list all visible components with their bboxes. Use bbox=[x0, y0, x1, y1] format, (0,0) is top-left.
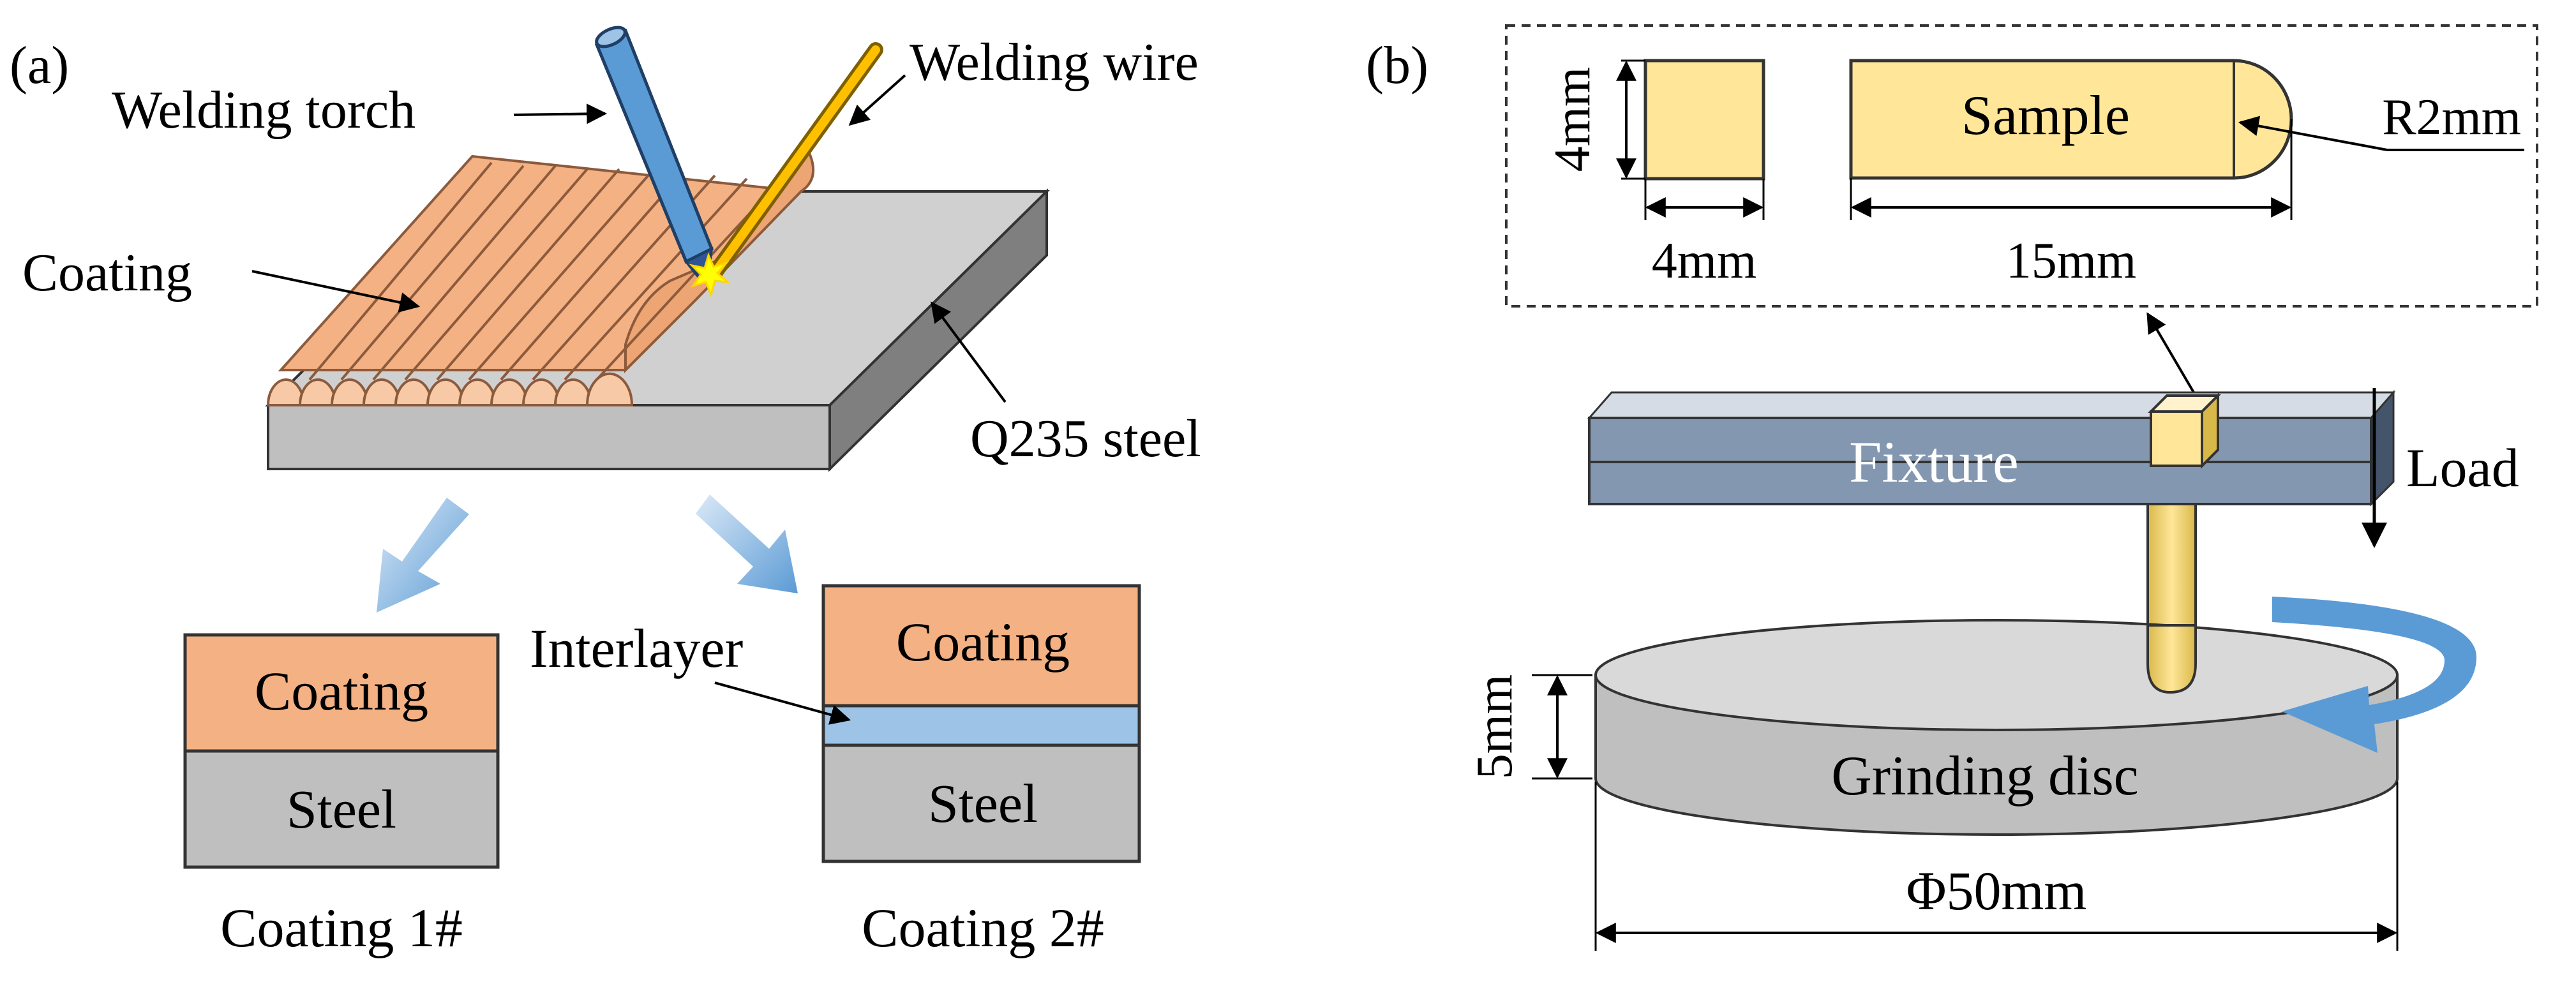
fixture: Fixture bbox=[1587, 390, 2396, 507]
coating-1-steel-text: Steel bbox=[287, 778, 396, 840]
load-label: Load bbox=[2406, 437, 2519, 498]
coating-2-coating-text: Coating bbox=[896, 611, 1070, 673]
coating-2-stack: Coating Steel Coating 2# Interlayer bbox=[530, 584, 1141, 958]
grinding-disc: Grinding disc bbox=[1594, 619, 2399, 836]
coating-1-stack: Coating Steel Coating 1# bbox=[183, 633, 500, 958]
coating-2-caption: Coating 2# bbox=[862, 897, 1104, 958]
welding-wire-label: Welding wire bbox=[910, 33, 1199, 92]
sample-label: Sample bbox=[1961, 85, 2130, 147]
blue-arrow-left-icon bbox=[377, 498, 469, 613]
interlayer-label: Interlayer bbox=[530, 618, 743, 679]
spark-icon bbox=[689, 252, 731, 298]
coating-2-steel-text: Steel bbox=[928, 773, 1038, 834]
panel-b: (b) 4mm 4mm Sample 15mm R2mm bbox=[1366, 24, 2538, 951]
coating-label: Coating bbox=[22, 243, 192, 302]
sample-dimension-inset bbox=[1505, 24, 2538, 308]
grinding-disc-label: Grinding disc bbox=[1831, 745, 2139, 807]
panel-a-label: (a) bbox=[10, 36, 69, 95]
panel-b-label: (b) bbox=[1366, 36, 1428, 95]
welding-torch bbox=[594, 26, 714, 279]
disc-thickness-label: 5mm bbox=[1467, 674, 1523, 779]
panel-a: (a) bbox=[10, 26, 1201, 958]
q235-steel-label: Q235 steel bbox=[970, 409, 1201, 468]
blue-arrow-right-icon bbox=[696, 495, 798, 593]
coating-1-coating-text: Coating bbox=[255, 660, 428, 722]
disc-diameter-label: Φ50mm bbox=[1906, 860, 2087, 921]
sample-length-label: 15mm bbox=[2006, 233, 2136, 289]
fixture-label: Fixture bbox=[1849, 429, 2019, 495]
sample-side-view: Sample 15mm R2mm bbox=[1849, 59, 2524, 289]
radius-label: R2mm bbox=[2382, 89, 2521, 145]
disc-thickness-dimension: 5mm bbox=[1467, 674, 1592, 780]
sample-cube bbox=[2148, 392, 2221, 469]
square-height-label: 4mm bbox=[1545, 67, 1601, 172]
disc-diameter-dimension: Φ50mm bbox=[1594, 782, 2399, 951]
coating-1-caption: Coating 1# bbox=[220, 897, 463, 958]
welding-wire bbox=[708, 42, 883, 279]
square-width-label: 4mm bbox=[1652, 233, 1756, 289]
rotation-arrow-icon bbox=[2272, 597, 2476, 753]
sample-cross-section: 4mm 4mm bbox=[1545, 59, 1765, 289]
welding-torch-label: Welding torch bbox=[112, 80, 416, 140]
